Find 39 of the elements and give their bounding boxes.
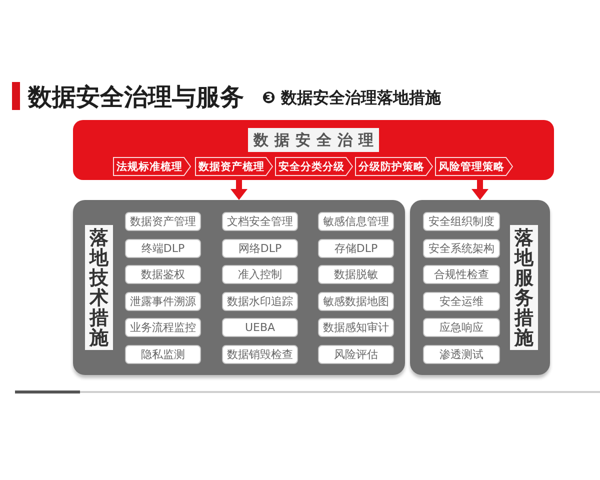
process-step: 风险管理策略 (435, 157, 513, 176)
group-panel (410, 200, 550, 375)
vertical-heading: 落地技术措施 (85, 225, 113, 350)
item-box: 数据脱敏 (318, 265, 394, 284)
item-box: 应急响应 (423, 318, 500, 337)
item-box: 泄露事件溯源 (125, 292, 201, 310)
group-panel (73, 200, 405, 375)
item-box: 数据感知审计 (318, 318, 394, 337)
page-subtitle: ❸ 数据安全治理落地措施 (262, 88, 442, 109)
item-box: 业务流程监控 (125, 318, 201, 337)
process-step: 数据资产梳理 (195, 157, 273, 176)
process-step: 法规标准梳理 (113, 157, 191, 176)
item-box: 合规性检查 (423, 265, 500, 284)
arrow (230, 180, 248, 200)
item-box: 风险评估 (318, 344, 394, 364)
process-step: 安全分类分级 (275, 157, 353, 176)
item-box: 敏感数据地图 (318, 292, 394, 310)
item-box: 安全运维 (423, 292, 500, 310)
item-box: 安全系统架构 (423, 238, 500, 258)
item-box: 数据鉴权 (125, 265, 201, 284)
item-box: 文档安全管理 (222, 212, 298, 231)
banner-panel (73, 120, 554, 180)
item-box: 准入控制 (222, 265, 298, 284)
item-box: 存储DLP (318, 238, 394, 258)
item-box: 敏感信息管理 (318, 212, 394, 231)
item-box: 数据水印追踪 (222, 292, 298, 310)
item-box: 网络DLP (222, 238, 298, 258)
item-box: 数据资产管理 (125, 212, 201, 231)
item-box: 隐私监测 (125, 344, 201, 364)
item-box: 数据销毁检查 (222, 344, 298, 364)
vertical-heading: 落地服务措施 (510, 225, 538, 350)
arrow (472, 180, 488, 200)
item-box: UEBA (222, 318, 298, 337)
item-box: 渗透测试 (423, 344, 500, 364)
page-title: 数据安全治理与服务 (28, 82, 244, 113)
banner-title: 数据安全治理 (248, 128, 379, 152)
process-step: 分级防护策略 (355, 157, 433, 176)
item-box: 安全组织制度 (423, 212, 500, 231)
item-box: 终端DLP (125, 238, 201, 258)
